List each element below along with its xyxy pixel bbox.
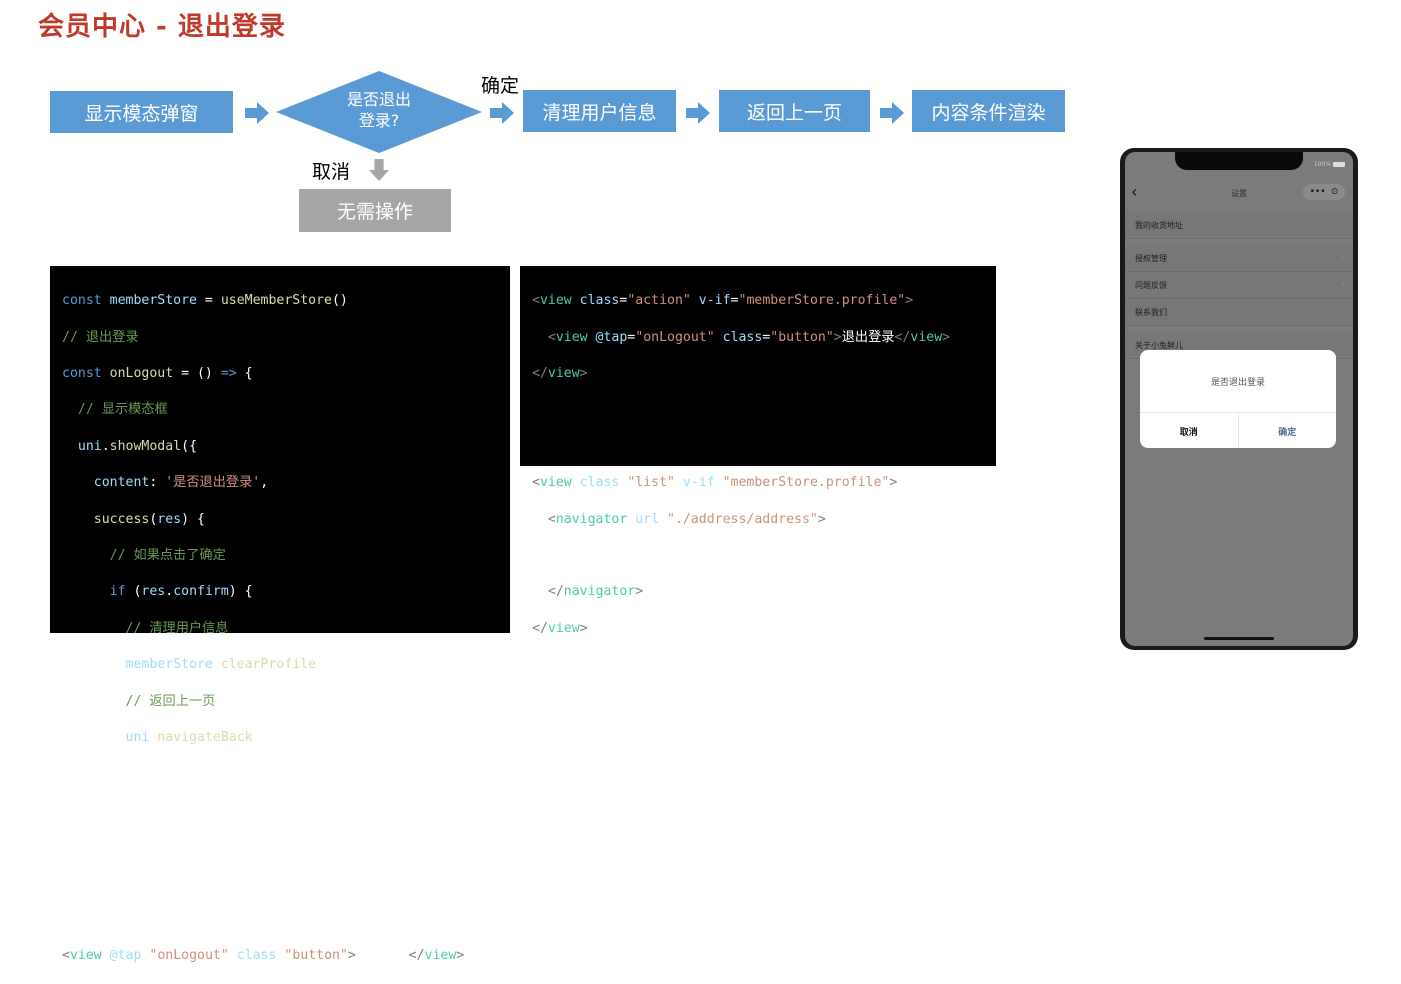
settings-item-label: 关于小兔鲜儿 [1135, 341, 1183, 350]
code-line-blank [532, 401, 984, 419]
settings-item-contact[interactable]: 联系我们 › [1125, 299, 1353, 326]
home-indicator [1204, 637, 1274, 640]
code-line: uni.navigateBack() [62, 729, 269, 745]
code-line: 我的收货地址 [532, 547, 643, 563]
phone-notch [1175, 152, 1303, 170]
settings-item-label: 问题反馈 [1135, 281, 1167, 290]
code-line: <view @tap="onLogout" class="button">退出登… [62, 948, 465, 964]
code-block-template: <view class="action" v-if="memberStore.p… [520, 266, 996, 636]
code-line: // 退出登录 [62, 329, 139, 345]
flow-decision-diamond [276, 71, 482, 153]
code-block-script: const memberStore = useMemberStore() // … [50, 266, 510, 963]
chevron-right-icon: › [1341, 340, 1345, 350]
battery-text: 100% [1313, 161, 1331, 168]
flow-decision-line1: 是否退出 [346, 90, 411, 109]
code-line: // 如果点击了确定 [62, 547, 226, 563]
flow-arrow-right-1 [245, 102, 269, 124]
flow-arrow-down [368, 159, 390, 181]
code-line: }) [62, 839, 94, 855]
code-line: } [62, 766, 118, 782]
flow-arrow-right-4 [880, 102, 904, 124]
code-line: } [62, 875, 70, 891]
code-line: <navigator url="./address/address"> [532, 511, 826, 527]
flow-step-conditional-render-label: 内容条件渲染 [931, 101, 1046, 124]
modal-cancel-button[interactable]: 取消 [1140, 413, 1239, 448]
code-line-blank [532, 438, 984, 456]
code-line-blank [62, 911, 498, 929]
settings-item-label: 我的收货地址 [1135, 221, 1183, 230]
flow-step-navigate-back-label: 返回上一页 [746, 101, 842, 124]
code-line: </view> [532, 365, 588, 381]
code-line: // 清理用户信息 [62, 620, 229, 636]
code-line: content: '是否退出登录', [62, 475, 269, 491]
flow-arrow-right-3 [686, 102, 710, 124]
code-line: </view> [532, 620, 588, 636]
code-line: }, [62, 802, 110, 818]
settings-item-address[interactable]: 我的收货地址 › [1125, 212, 1353, 239]
close-circle-icon[interactable]: ⊙ [1330, 187, 1339, 197]
back-arrow-icon[interactable]: ‹ [1131, 182, 1138, 201]
code-line: const memberStore = useMemberStore() [62, 293, 348, 309]
flow-step-navigate-back: 返回上一页 [719, 90, 870, 132]
battery-indicator: 100% [1314, 161, 1345, 168]
code-line: <view class="list" v-if="memberStore.pro… [532, 475, 898, 491]
flow-decision-label: 是否退出 登录? [276, 89, 482, 131]
flow-step-no-action: 无需操作 [299, 189, 451, 232]
code-line: <view class="action" v-if="memberStore.p… [532, 293, 914, 309]
settings-item-auth[interactable]: 授权管理 › [1125, 245, 1353, 272]
modal-confirm-button[interactable]: 确定 [1278, 427, 1297, 438]
code-line: uni.showModal({ [62, 438, 198, 454]
settings-item-feedback[interactable]: 问题反馈 › [1125, 272, 1353, 299]
phone-navbar: ‹ 设置 ••• ⊙ [1125, 178, 1353, 208]
code-line: const onLogout = () => { [62, 365, 253, 381]
modal-content: 是否退出登录 [1210, 377, 1265, 388]
code-line: // 显示模态框 [62, 402, 168, 418]
code-line: // 返回上一页 [62, 693, 216, 709]
code-line: success(res) { [62, 511, 205, 527]
battery-icon [1333, 162, 1345, 167]
phone-mockup: 100% ‹ 设置 ••• ⊙ 我的收货地址 › 授权管理 › 问题反馈 › 联系我们… [1120, 148, 1358, 650]
flow-step-show-modal-label: 显示模态弹窗 [84, 102, 199, 125]
flow-step-show-modal: 显示模态弹窗 [50, 91, 233, 133]
chevron-right-icon: › [1341, 280, 1345, 290]
flow-arrow-right-2 [490, 102, 514, 124]
flow-decision-line2: 登录? [358, 111, 400, 130]
flow-step-clear-profile: 清理用户信息 [523, 90, 676, 132]
logout-modal: 是否退出登录 取消 确定 [1140, 350, 1336, 448]
settings-item-label: 授权管理 [1135, 254, 1167, 263]
flow-step-no-action-label: 无需操作 [336, 201, 413, 223]
page-title: 会员中心 - 退出登录 [38, 12, 286, 42]
chevron-right-icon: › [1341, 253, 1345, 263]
phone-screen: 100% ‹ 设置 ••• ⊙ 我的收货地址 › 授权管理 › 问题反馈 › 联系我们… [1125, 152, 1353, 646]
modal-buttons: 取消 确定 [1140, 412, 1336, 448]
flow-step-clear-profile-label: 清理用户信息 [542, 101, 657, 124]
chevron-right-icon: › [1341, 220, 1345, 230]
flow-step-conditional-render: 内容条件渲染 [912, 90, 1065, 132]
chevron-right-icon: › [1341, 307, 1345, 317]
nav-title: 设置 [1231, 189, 1247, 198]
settings-item-label: 联系我们 [1135, 308, 1167, 317]
menu-capsule[interactable]: ••• ⊙ [1303, 184, 1345, 200]
code-line: <view @tap="onLogout" class="button">退出登… [532, 329, 951, 345]
code-line: if (res.confirm) { [62, 584, 253, 600]
code-line: </navigator> [532, 584, 644, 600]
flow-cancel-label: 取消 [312, 161, 351, 183]
flow-confirm-label: 确定 [481, 75, 520, 97]
more-dots-icon[interactable]: ••• [1309, 187, 1326, 197]
